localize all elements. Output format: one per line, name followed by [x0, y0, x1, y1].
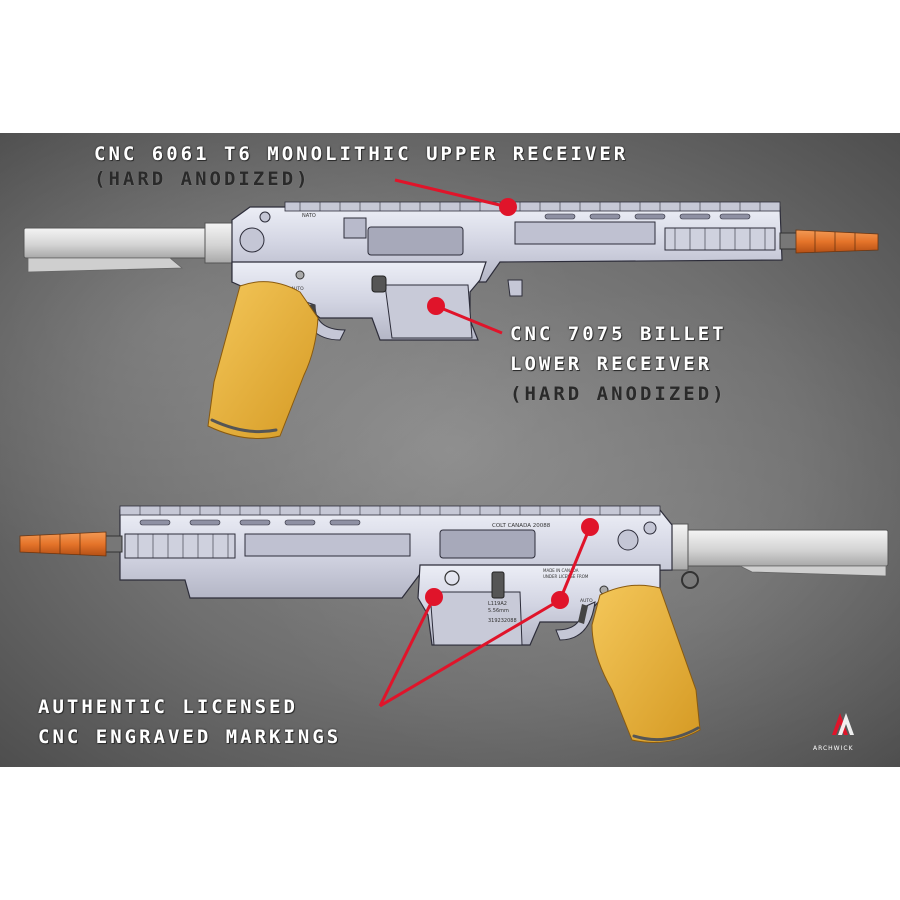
marking-dot-3 [581, 518, 599, 536]
marking-dot-1 [425, 588, 443, 606]
lower-receiver-label-2: LOWER RECEIVER [510, 353, 713, 375]
brand-name: ARCHWICK [813, 745, 854, 752]
auto-engraving: AUTO [291, 286, 304, 292]
upper-receiver-label: CNC 6061 T6 MONOLITHIC UPPER RECEIVER [94, 143, 629, 165]
bottom-grip [591, 584, 701, 743]
model-engraving: L119A2 [488, 601, 507, 607]
upper-callout-dot [499, 198, 517, 216]
bottom-upper-receiver: COLT CANADA 20088 [119, 505, 673, 599]
bottom-stock [663, 523, 889, 589]
lower-receiver-anodized-label: (HARD ANODIZED) [510, 383, 727, 405]
made-in-engraving: MADE IN CANADA [543, 568, 579, 573]
bottom-rifle: COLT CANADA 20088 L119A2 5.56mm 31923208… [19, 505, 889, 743]
markings-label-2: CNC ENGRAVED MARKINGS [38, 726, 342, 748]
nato-engraving: NATO [302, 213, 316, 219]
colt-logo-icon [444, 570, 460, 586]
top-stock [23, 222, 236, 273]
bottom-barrel [19, 531, 123, 557]
top-rifle: NATO AUTO [23, 201, 879, 439]
auto-engraving-bottom: AUTO [580, 598, 593, 604]
serial-engraving: 319232088 [488, 618, 517, 624]
top-grip [207, 281, 319, 439]
marking-dot-2 [551, 591, 569, 609]
bottom-lower-receiver: L119A2 5.56mm 319232088 MADE IN CANADA U… [417, 564, 661, 646]
lower-callout-dot [427, 297, 445, 315]
top-barrel [779, 229, 879, 254]
lower-receiver-label-1: CNC 7075 BILLET [510, 323, 727, 345]
upper-receiver-anodized-label: (HARD ANODIZED) [94, 168, 311, 190]
markings-label-1: AUTHENTIC LICENSED [38, 696, 298, 718]
annotations [378, 178, 599, 708]
colt-canada-engraving: COLT CANADA 20088 [492, 523, 551, 529]
license-engraving: UNDER LICENSE FROM [543, 574, 589, 579]
top-lower-receiver: AUTO [231, 261, 523, 341]
caliber-engraving: 5.56mm [488, 608, 509, 614]
archwick-logo-icon [832, 713, 854, 735]
